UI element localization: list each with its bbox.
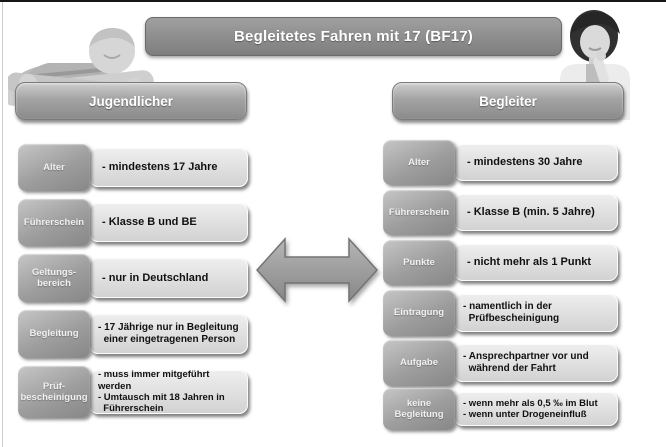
right-column-title: Begleiter xyxy=(479,93,537,109)
right-row-aufgabe: Aufgabe - Ansprechpartner vor und währen… xyxy=(383,340,618,386)
row-label-tag: Begleitung xyxy=(18,310,90,358)
row-info-box: - Klasse B und BE xyxy=(89,203,248,242)
row-label-tag: Alter xyxy=(18,144,90,191)
row-info-box: - nur in Deutschland xyxy=(89,258,248,298)
row-label-tag: Alter xyxy=(383,140,455,185)
right-row-punkte: Punkte - nicht mehr als 1 Punkt xyxy=(383,240,618,285)
right-row-alter: Alter - mindestens 30 Jahre xyxy=(383,140,618,185)
page-title: Begleitetes Fahren mit 17 (BF17) xyxy=(234,28,473,45)
left-row-geltungsbereich: Geltungs- bereich - nur in Deutschland xyxy=(18,254,248,302)
double-arrow-icon xyxy=(256,237,378,303)
row-info-box: - nicht mehr als 1 Punkt xyxy=(454,244,618,281)
row-label-tag: Aufgabe xyxy=(383,340,455,386)
title-banner: Begleitetes Fahren mit 17 (BF17) xyxy=(145,17,562,56)
left-column-title: Jugendlicher xyxy=(88,93,174,109)
row-info-box: - mindestens 30 Jahre xyxy=(454,144,618,181)
left-row-begleitung: Begleitung - 17 Jährige nur in Begleitun… xyxy=(18,310,248,358)
right-row-eintragung: Eintragung - namentlich in der Prüfbesch… xyxy=(383,290,618,336)
row-label-tag: Geltungs- bereich xyxy=(18,254,90,302)
left-border-line xyxy=(2,2,3,447)
top-border-line xyxy=(0,0,666,2)
right-row-fuehrerschein: Führerschein - Klasse B (min. 5 Jahre) xyxy=(383,190,618,235)
row-info-box: - wenn mehr als 0,5 ‰ im Blut - wenn unt… xyxy=(454,392,618,426)
right-row-keine-begleitung: keine Begleitung - wenn mehr als 0,5 ‰ i… xyxy=(383,388,618,430)
row-info-box: - namentlich in der Prüfbescheinigung xyxy=(454,294,618,332)
row-info-box: - Klasse B (min. 5 Jahre) xyxy=(454,194,618,231)
left-row-pruefbescheinigung: Prüf- bescheinigung - muss immer mitgefü… xyxy=(18,366,248,418)
row-info-box: - Ansprechpartner vor und während der Fa… xyxy=(454,344,618,382)
row-label-tag: Prüf- bescheinigung xyxy=(18,366,90,418)
left-row-alter: Alter - mindestens 17 Jahre xyxy=(18,144,248,191)
row-info-box: - muss immer mitgeführt werden - Umtausc… xyxy=(89,369,248,414)
row-label-tag: Eintragung xyxy=(383,290,455,336)
column-header-jugendlicher: Jugendlicher xyxy=(15,82,247,120)
row-label-tag: Führerschein xyxy=(18,199,90,246)
column-header-begleiter: Begleiter xyxy=(392,82,624,120)
row-info-box: - mindestens 17 Jahre xyxy=(89,148,248,187)
row-label-tag: keine Begleitung xyxy=(383,388,455,430)
row-label-tag: Führerschein xyxy=(383,190,455,235)
row-info-box: - 17 Jährige nur in Begleitung einer ein… xyxy=(89,314,248,354)
left-row-fuehrerschein: Führerschein - Klasse B und BE xyxy=(18,199,248,246)
row-label-tag: Punkte xyxy=(383,240,455,285)
